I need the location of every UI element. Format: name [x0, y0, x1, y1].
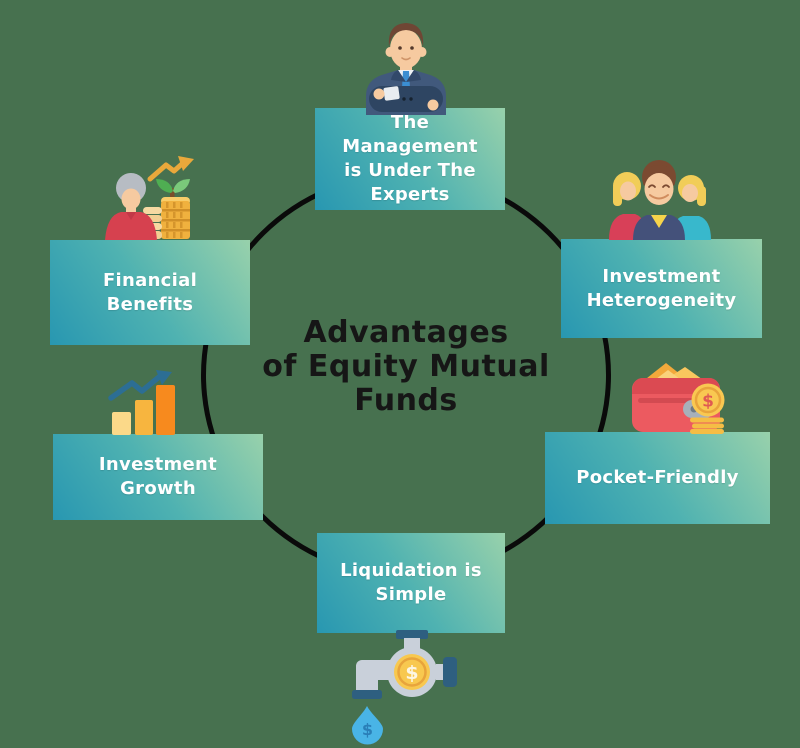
savings-person-icon: [100, 152, 205, 242]
wallet-coin-dollar-glyph: $: [702, 392, 714, 412]
businessman-icon: [358, 20, 454, 115]
growth-bar-chart-icon: [105, 366, 195, 436]
advantage-label-pocket-friendly: Pocket-Friendly: [576, 467, 739, 488]
drop-dollar-glyph: $: [362, 720, 373, 739]
money-tap-icon: $ $: [340, 630, 470, 748]
advantage-label-investment-growth: Investment Growth: [98, 454, 218, 499]
advantage-label-heterogeneity: Investment Heterogeneity: [586, 265, 737, 311]
wallet-money-icon: $: [628, 360, 728, 434]
advantage-box-liquidation: Liquidation is Simple: [317, 533, 505, 633]
investor-group-icon: [603, 158, 715, 240]
advantage-box-pocket-friendly: Pocket-Friendly: [545, 432, 770, 524]
advantage-box-financial-benefits: Financial Benefits: [50, 240, 250, 345]
infographic-title: Advantages of Equity Mutual Funds: [262, 315, 550, 418]
advantage-label-financial-benefits: Financial Benefits: [102, 269, 198, 315]
advantage-label-management: The Management is Under The Experts: [342, 112, 478, 205]
advantage-box-heterogeneity: Investment Heterogeneity: [561, 239, 762, 338]
advantage-label-liquidation: Liquidation is Simple: [340, 560, 482, 605]
advantage-box-management: The Management is Under The Experts: [315, 108, 505, 210]
advantage-box-investment-growth: Investment Growth: [53, 434, 263, 520]
tap-coin-dollar-glyph: $: [405, 662, 418, 684]
